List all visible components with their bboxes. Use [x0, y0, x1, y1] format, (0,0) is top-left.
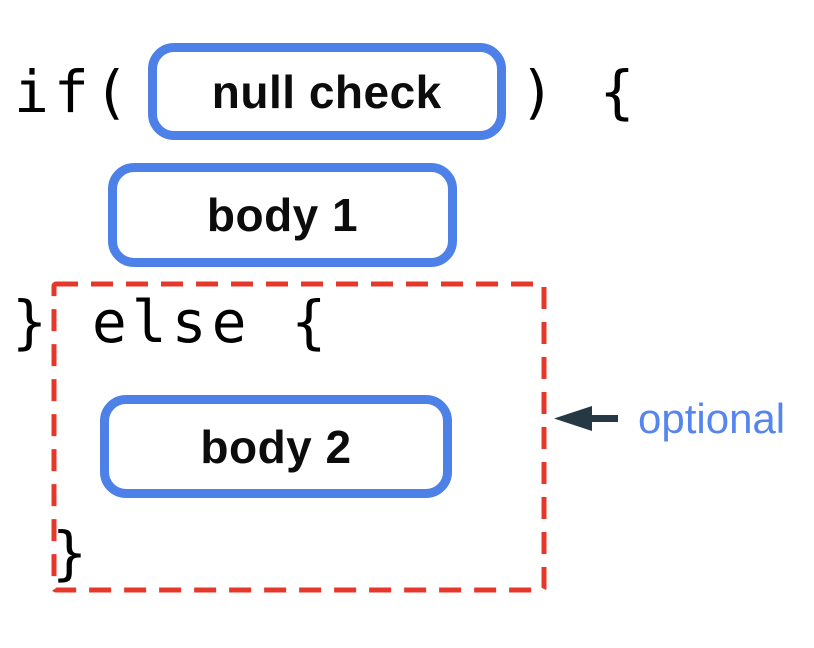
if-statement-line: if( null check ) { [14, 43, 640, 140]
code-if-close: ) { [519, 57, 640, 126]
code-close-brace: } [52, 519, 92, 587]
body1-slot-label: body 1 [206, 189, 359, 241]
optional-region-outline [51, 281, 547, 593]
code-if-open: if( [14, 57, 134, 126]
arrow-head [554, 406, 592, 431]
arrow-shaft [588, 415, 618, 422]
body2-slot-label: body 2 [200, 420, 352, 473]
body1-slot: body 1 [108, 163, 457, 267]
condition-slot: null check [147, 43, 506, 140]
left-arrow-icon [554, 406, 618, 431]
code-else-line: } else { [12, 288, 332, 356]
dashed-rect [51, 281, 547, 593]
condition-slot-label: null check [211, 65, 442, 118]
body2-slot: body 2 [100, 395, 452, 498]
optional-label: optional [638, 395, 786, 442]
